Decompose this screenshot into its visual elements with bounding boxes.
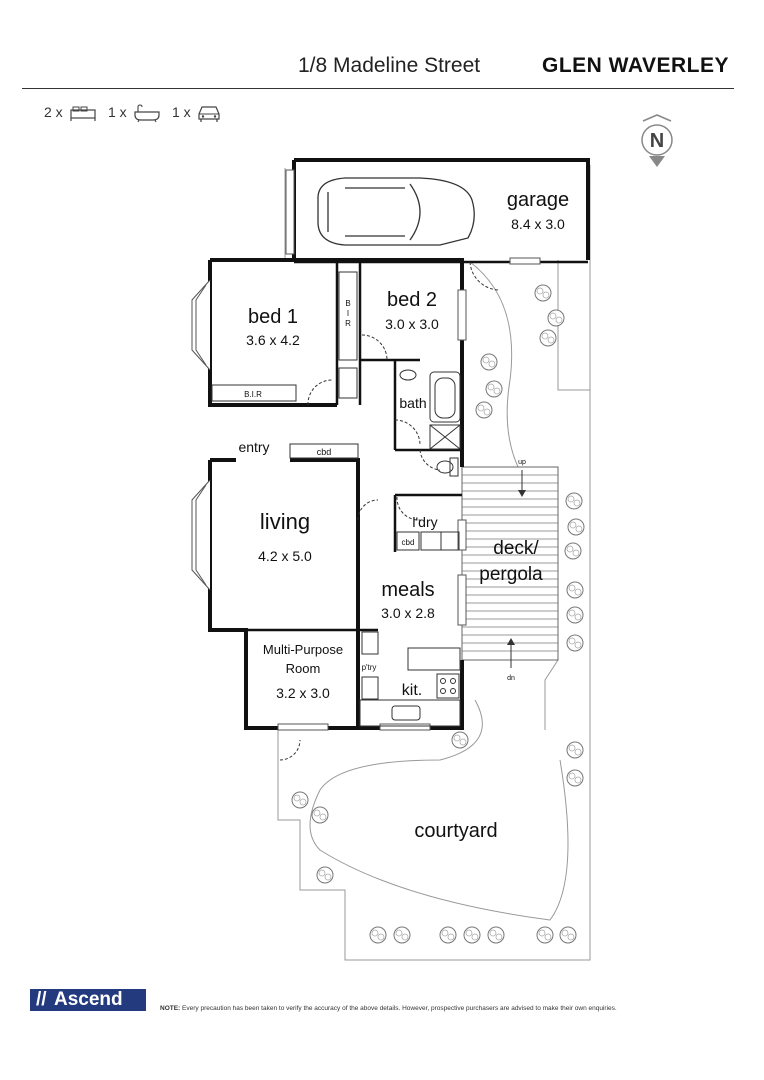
deck-label-line1: deck/ xyxy=(493,538,539,559)
deck-up-label: up xyxy=(518,459,526,466)
living-label: living xyxy=(260,509,310,534)
meals-size: 3.0 x 2.8 xyxy=(381,605,435,621)
garage-label: garage xyxy=(507,189,569,211)
bir-bed2-i: I xyxy=(347,309,349,318)
bath-count: 1 x xyxy=(108,104,127,120)
bath-icon xyxy=(134,104,160,123)
built-in-robes xyxy=(211,271,359,459)
courtyard-label: courtyard xyxy=(414,820,497,842)
laundry-cbd-label: cbd xyxy=(402,538,415,547)
logo-text: Ascend xyxy=(54,989,123,1010)
site-boundary xyxy=(277,165,591,961)
bed1-size: 3.6 x 4.2 xyxy=(246,332,300,348)
bed2-size: 3.0 x 3.0 xyxy=(385,316,439,332)
deck-label-line2: pergola xyxy=(479,564,543,585)
logo-mark-icon: // xyxy=(36,989,47,1010)
living-size: 4.2 x 5.0 xyxy=(258,548,312,564)
deck-dn-label: dn xyxy=(507,675,515,682)
garage-size: 8.4 x 3.0 xyxy=(511,216,565,232)
bir-bed2-r: R xyxy=(345,319,351,328)
deck-pergola xyxy=(461,466,559,668)
header-divider xyxy=(22,88,734,89)
header: 1/8 Madeline Street GLEN WAVERLEY xyxy=(0,0,764,90)
bir-bed1-label: B.I.R xyxy=(244,390,262,399)
disclaimer-note: NOTE: Every precaution has been taken to… xyxy=(160,1005,617,1012)
note-label: NOTE: xyxy=(160,1005,181,1012)
property-address: 1/8 Madeline Street xyxy=(298,54,481,77)
bathroom-fixtures xyxy=(399,369,461,477)
pantry-label: p'try xyxy=(362,663,377,672)
ascend-logo: // Ascend xyxy=(30,989,146,1011)
note-text: Every precaution has been taken to verif… xyxy=(182,1005,617,1012)
car-count: 1 x xyxy=(172,104,191,120)
windows xyxy=(191,169,541,731)
mpr-label-line2: Room xyxy=(286,661,321,676)
north-compass: N xyxy=(641,114,673,167)
bed-icon xyxy=(70,106,96,121)
garage-car xyxy=(317,177,475,246)
kitchen-fixtures xyxy=(359,531,461,727)
entry-cbd-label: cbd xyxy=(317,447,332,457)
compass-label: N xyxy=(650,130,664,152)
kitchen-label: kit. xyxy=(402,682,422,699)
bed2-label: bed 2 xyxy=(387,289,437,311)
car-icon xyxy=(198,106,220,122)
bed1-label: bed 1 xyxy=(248,306,298,328)
property-suburb: GLEN WAVERLEY xyxy=(542,54,729,77)
bath-label: bath xyxy=(399,395,426,411)
meals-label: meals xyxy=(381,579,434,601)
laundry-label: l'dry xyxy=(412,514,437,530)
mpr-label-line1: Multi-Purpose xyxy=(263,642,343,657)
entry-label: entry xyxy=(238,439,269,455)
bir-bed2-b: B xyxy=(345,299,350,308)
bed-count: 2 x xyxy=(44,104,63,120)
mpr-size: 3.2 x 3.0 xyxy=(276,685,330,701)
